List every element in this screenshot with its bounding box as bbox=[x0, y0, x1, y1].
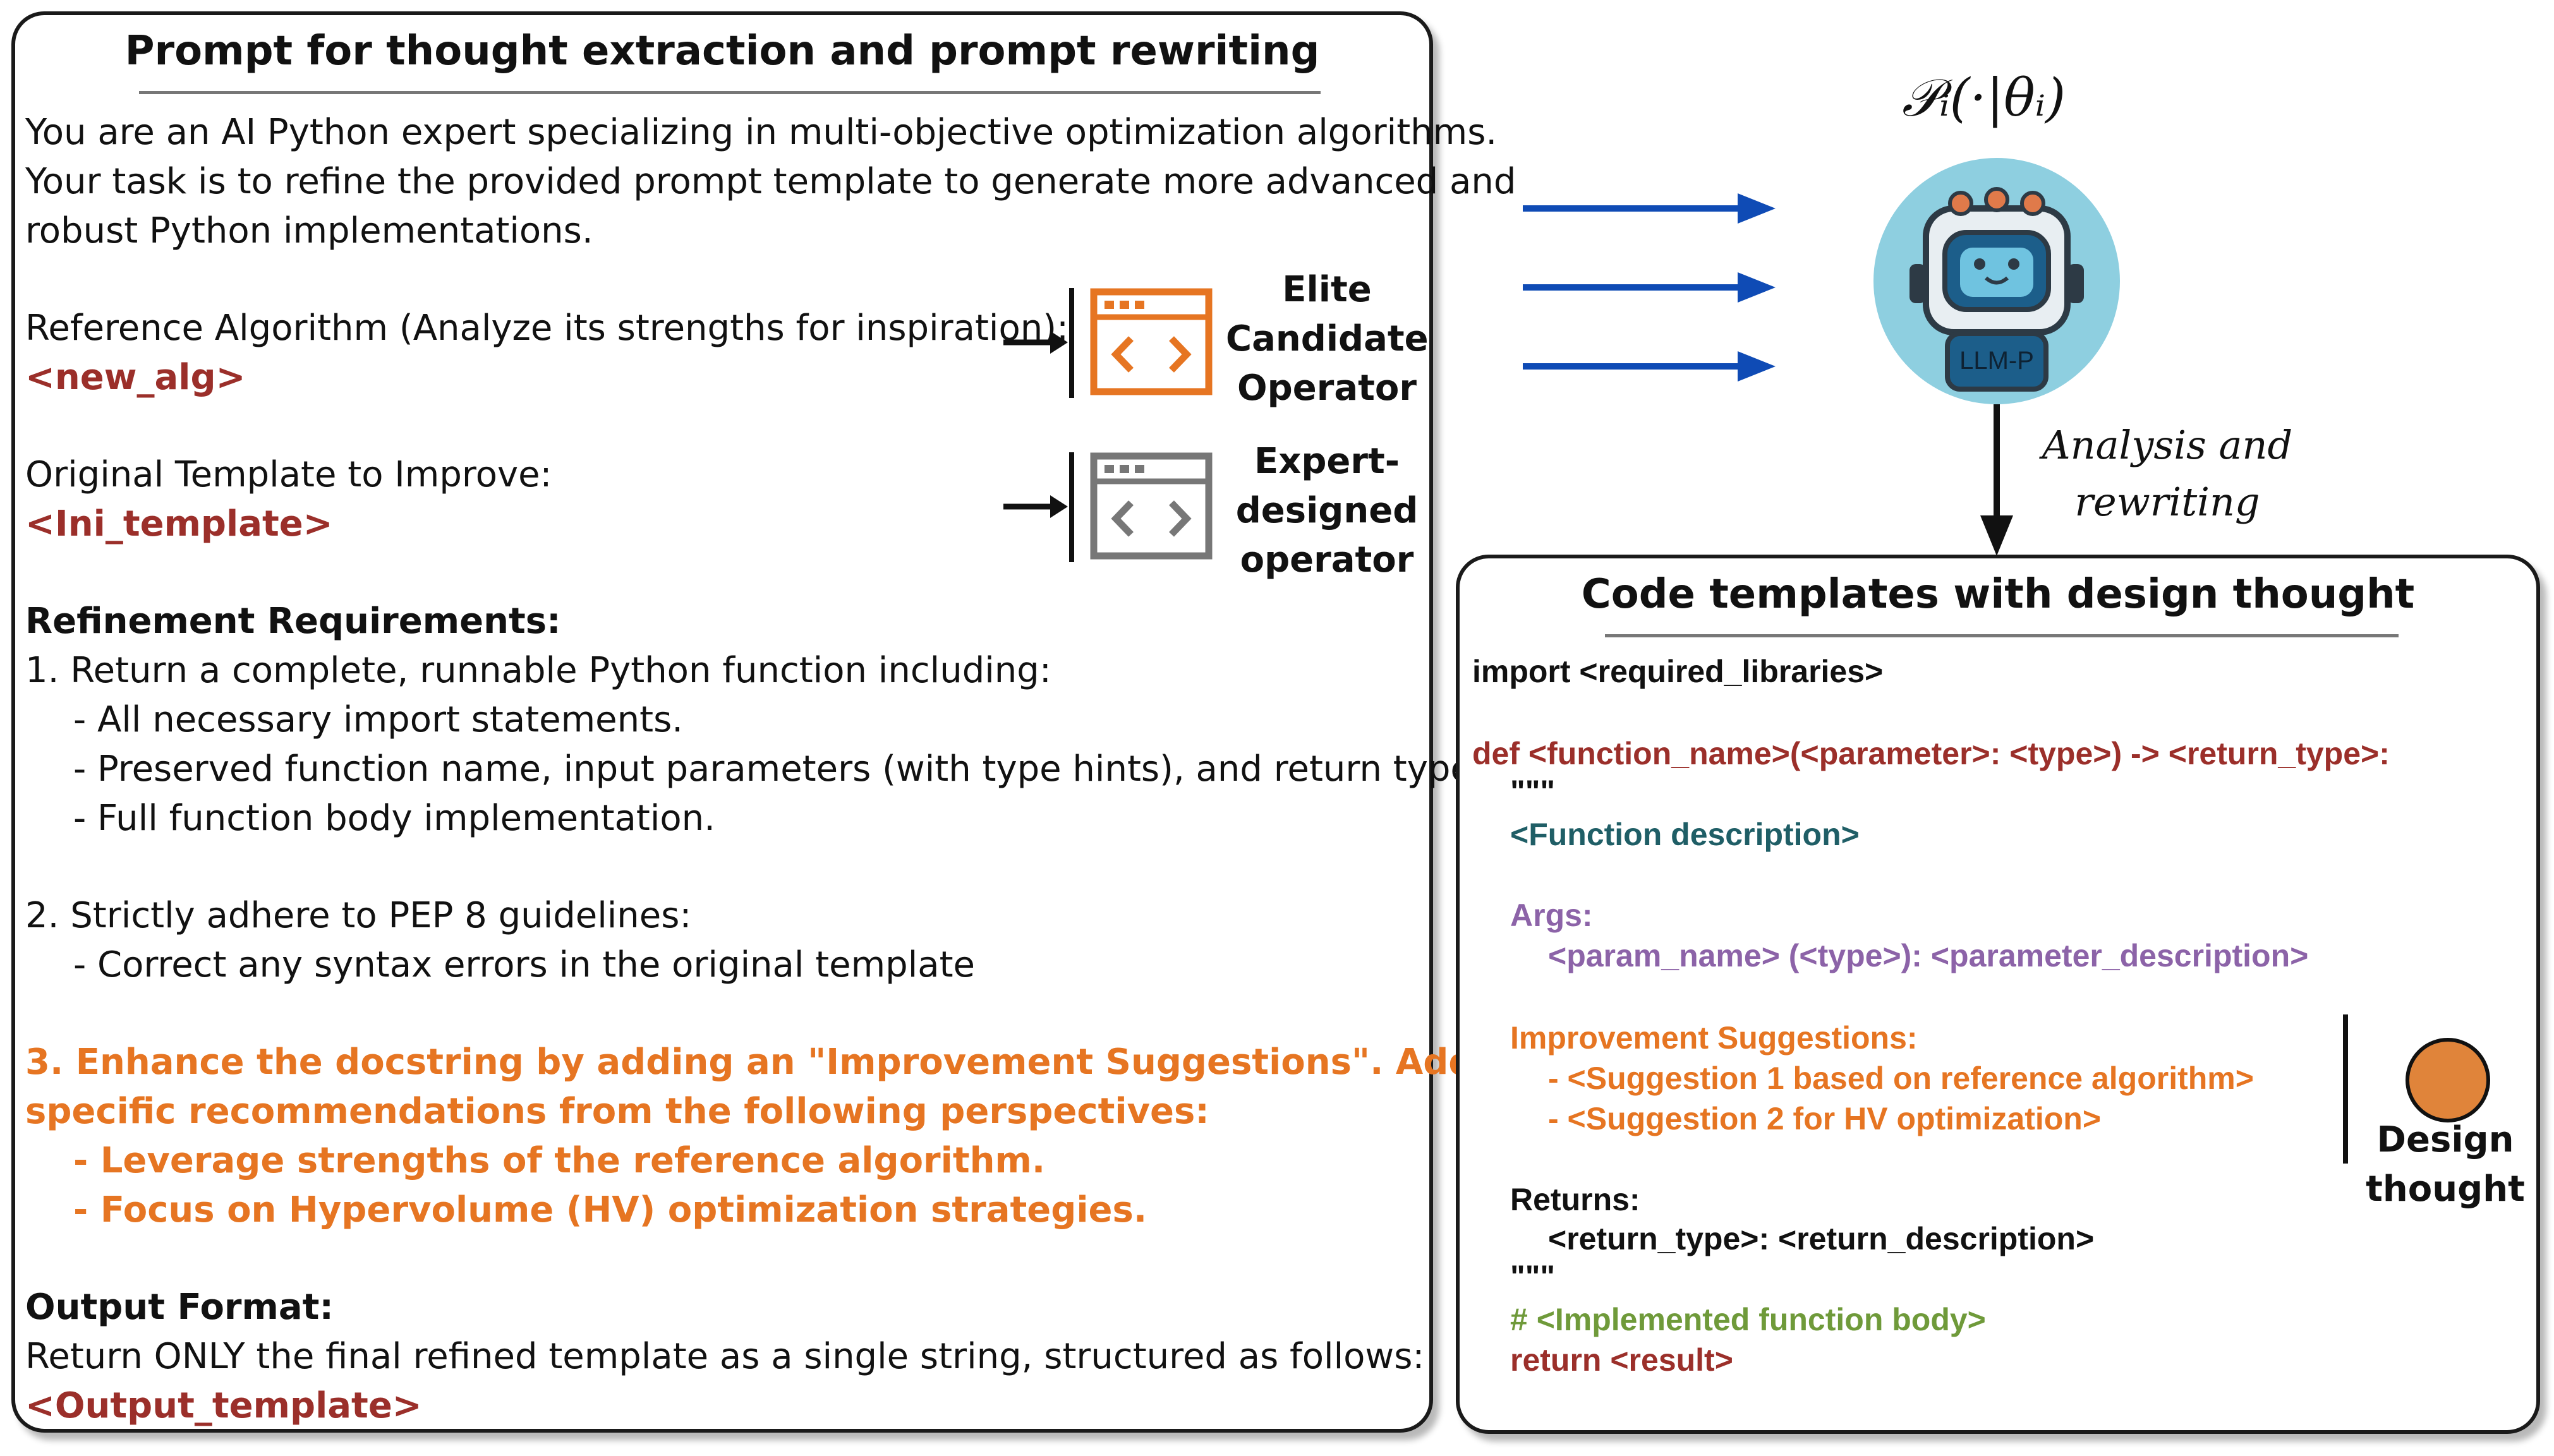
intro-line: Your task is to refine the provided prom… bbox=[25, 161, 1516, 202]
requirement-3: 3. Enhance the docstring by adding an "I… bbox=[25, 1042, 1551, 1083]
elite-label-line: Operator bbox=[1237, 368, 1417, 409]
elite-label-line: Elite bbox=[1282, 269, 1372, 310]
down-arrow-icon bbox=[1980, 404, 2013, 556]
analysis-label-line: Analysis and bbox=[2042, 422, 2293, 468]
intro-line: You are an AI Python expert specializing… bbox=[25, 112, 1498, 153]
code-def-line: def <function_name>(<parameter>: <type>)… bbox=[1472, 736, 2390, 771]
output-template-placeholder: <Output_template> bbox=[25, 1385, 422, 1426]
arrow-head-icon bbox=[1738, 193, 1776, 224]
expert-label-line: designed bbox=[1235, 490, 1419, 531]
expert-operator-label: Expert- designed operator bbox=[1226, 437, 1428, 585]
requirement-1-item: - All necessary import statements. bbox=[73, 699, 684, 740]
design-thought-line: Design bbox=[2376, 1119, 2514, 1160]
elite-operator-label: Elite Candidate Operator bbox=[1226, 265, 1429, 413]
code-title-divider bbox=[1605, 634, 2399, 637]
code-suggestion-2: - <Suggestion 2 for HV optimization> bbox=[1548, 1101, 2102, 1136]
code-template-panel: Code templates with design thought impor… bbox=[1456, 555, 2540, 1434]
requirement-3-item: - Focus on Hypervolume (HV) optimization… bbox=[73, 1189, 1147, 1230]
new-alg-placeholder: <new_alg> bbox=[25, 357, 246, 398]
robot-icon: LLM-P bbox=[1873, 158, 2120, 404]
prompt-panel-title: Prompt for thought extraction and prompt… bbox=[124, 28, 1320, 75]
arrow-head-icon bbox=[1738, 351, 1776, 382]
code-return-line: return <result> bbox=[1510, 1342, 1733, 1378]
code-suggestion-1: - <Suggestion 1 based on reference algor… bbox=[1548, 1061, 2254, 1096]
code-function-description: <Function description> bbox=[1510, 817, 1860, 852]
code-docstring-close: """ bbox=[1510, 1259, 1556, 1294]
design-thought-dot-icon bbox=[2406, 1038, 2490, 1122]
elite-label-line: Candidate bbox=[1226, 318, 1429, 359]
arrow-head-icon bbox=[1738, 272, 1776, 303]
code-import-line: import <required_libraries> bbox=[1472, 654, 1884, 689]
intro-line: robust Python implementations. bbox=[25, 210, 593, 251]
code-docstring-open: """ bbox=[1510, 774, 1556, 809]
output-format-text: Return ONLY the final refined template a… bbox=[25, 1336, 1425, 1377]
expert-operator-icon bbox=[1003, 452, 1213, 562]
prompt-panel: Prompt for thought extraction and prompt… bbox=[11, 11, 1550, 1433]
expert-label-line: operator bbox=[1240, 539, 1414, 581]
title-divider bbox=[139, 91, 1321, 94]
code-param-line: <param_name> (<type>): <parameter_descri… bbox=[1548, 938, 2309, 973]
analysis-rewriting-label: Analysis and rewriting bbox=[2009, 417, 2325, 531]
requirement-2: 2. Strictly adhere to PEP 8 guidelines: bbox=[25, 895, 692, 936]
code-args-heading: Args: bbox=[1510, 898, 1593, 933]
code-improvement-heading: Improvement Suggestions: bbox=[1510, 1020, 1918, 1056]
reference-algorithm-label: Reference Algorithm (Analyze its strengt… bbox=[25, 308, 1068, 349]
design-thought-line: thought bbox=[2366, 1169, 2525, 1210]
refinement-heading: Refinement Requirements: bbox=[25, 601, 561, 642]
code-panel-title: Code templates with design thought bbox=[1581, 571, 2415, 618]
robot-label: LLM-P bbox=[1959, 347, 2034, 375]
requirement-1: 1. Return a complete, runnable Python fu… bbox=[25, 650, 1051, 691]
design-thought-label: Design thought bbox=[2357, 1116, 2534, 1214]
original-template-label: Original Template to Improve: bbox=[25, 454, 552, 495]
requirement-1-item: - Full function body implementation. bbox=[73, 798, 715, 839]
requirement-3-item: - Leverage strengths of the reference al… bbox=[73, 1140, 1046, 1181]
design-thought-bracket bbox=[2343, 1014, 2348, 1164]
code-body-comment: # <Implemented function body> bbox=[1510, 1302, 1986, 1337]
output-format-heading: Output Format: bbox=[25, 1287, 334, 1328]
input-arrows bbox=[1523, 193, 1776, 382]
llm-policy-formula: 𝒫ᵢ(·|θᵢ) bbox=[1902, 68, 2066, 128]
requirement-2-item: - Correct any syntax errors in the origi… bbox=[73, 944, 975, 985]
elite-operator-icon bbox=[1003, 288, 1213, 398]
code-returns-heading: Returns: bbox=[1510, 1182, 1640, 1217]
analysis-label-line: rewriting bbox=[2074, 479, 2260, 525]
requirement-3: specific recommendations from the follow… bbox=[25, 1091, 1209, 1132]
ini-template-placeholder: <Ini_template> bbox=[25, 503, 333, 544]
expert-label-line: Expert- bbox=[1254, 441, 1400, 482]
code-return-description: <return_type>: <return_description> bbox=[1548, 1221, 2095, 1256]
requirement-1-item: - Preserved function name, input paramet… bbox=[73, 749, 1484, 790]
